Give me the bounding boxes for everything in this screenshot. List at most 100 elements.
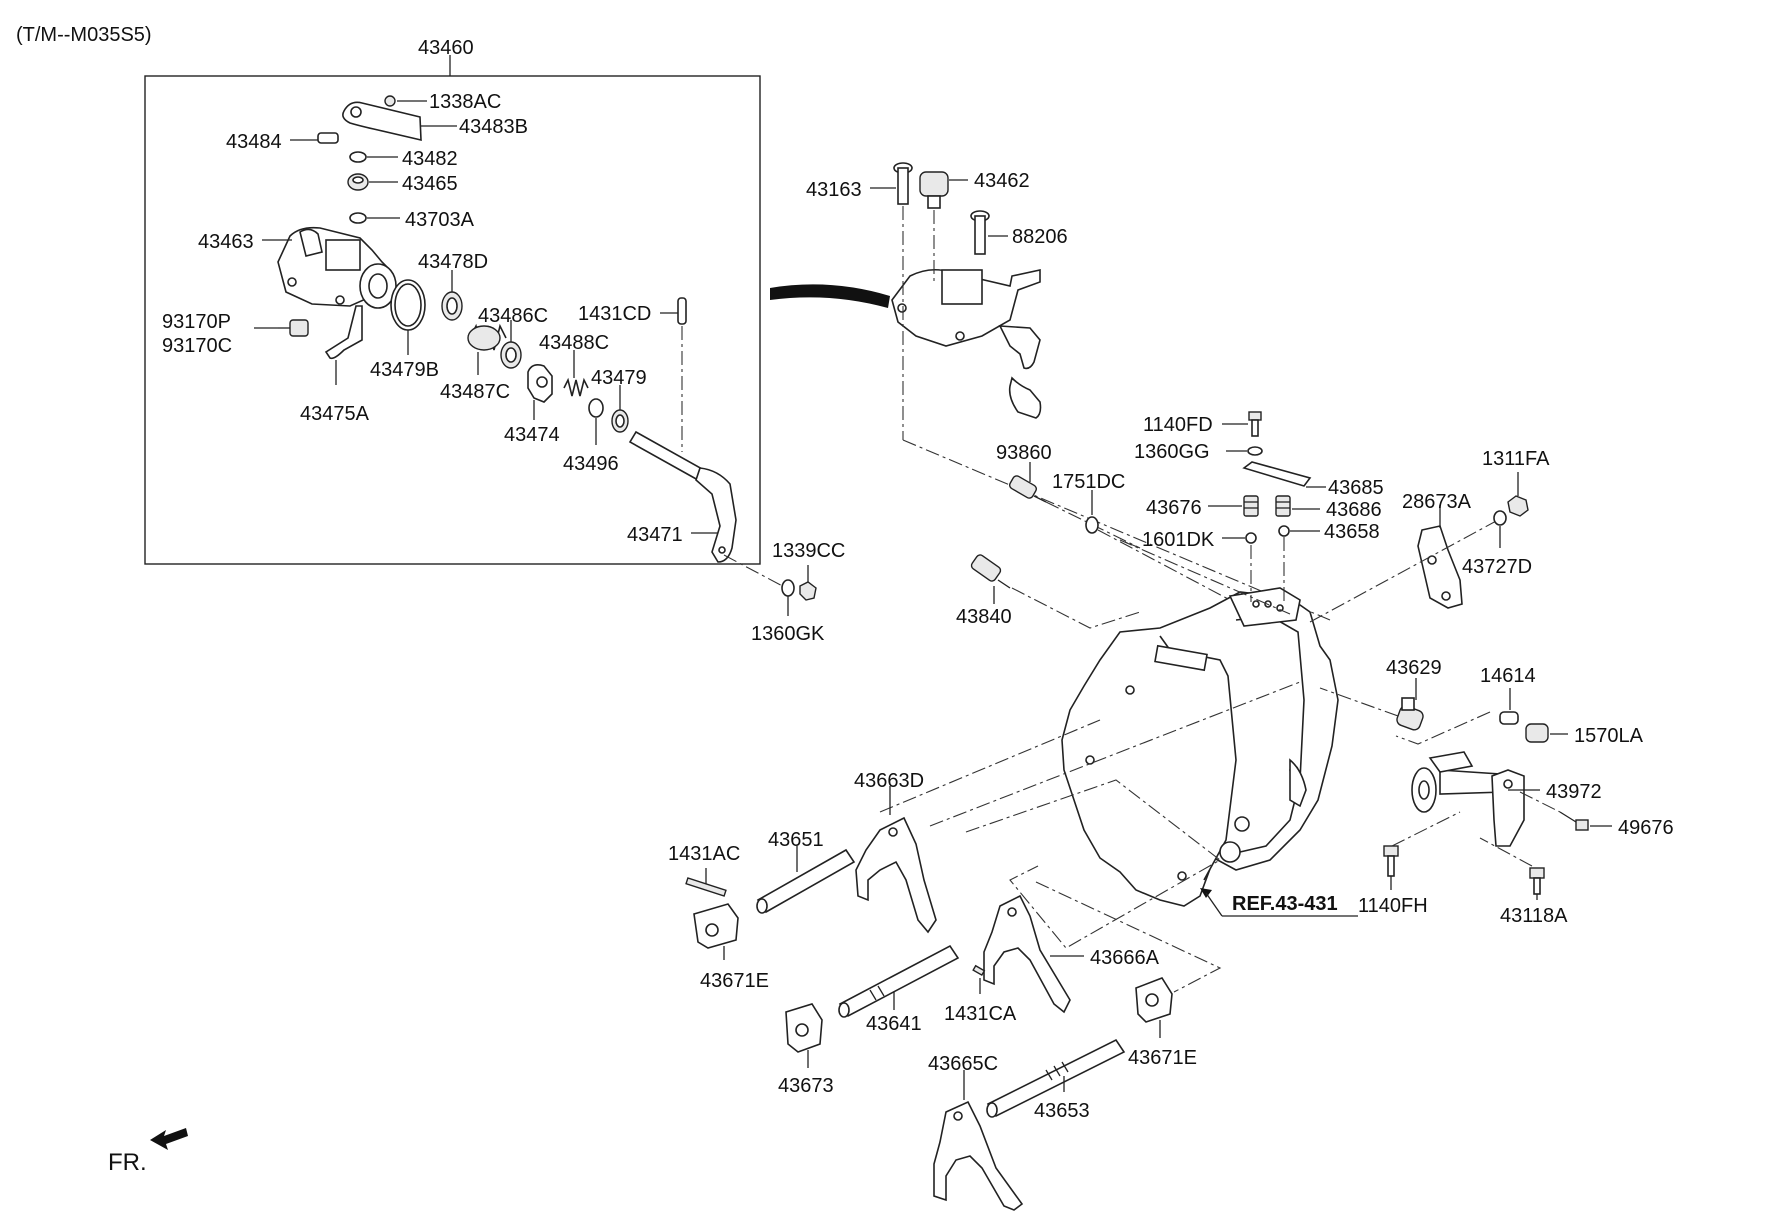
part-43641-rail: [838, 944, 960, 1018]
part-1338AC-nut: [384, 95, 396, 107]
label-93170C[interactable]: 93170C: [162, 335, 232, 357]
label-1140FD[interactable]: 1140FD: [1143, 414, 1213, 436]
label-1570LA[interactable]: 1570LA: [1574, 725, 1644, 747]
label-1338AC[interactable]: 1338AC: [429, 91, 501, 113]
part-43685-plate: [1242, 461, 1312, 487]
label-1601DK[interactable]: 1601DK: [1142, 529, 1215, 551]
label-93170P[interactable]: 93170P: [162, 311, 231, 333]
label-43671E-a[interactable]: 43671E: [700, 970, 769, 992]
part-43629-plug: [1396, 697, 1424, 731]
label-1431CA[interactable]: 1431CA: [944, 1003, 1017, 1025]
label-43686[interactable]: 43686: [1326, 499, 1382, 521]
label-43474[interactable]: 43474: [504, 424, 560, 446]
part-1431CD-pin: [677, 297, 687, 325]
label-43641[interactable]: 43641: [866, 1013, 922, 1035]
part-transmission-case: [1061, 587, 1339, 907]
part-43478D-seal: [441, 291, 463, 321]
label-43727D[interactable]: 43727D: [1462, 556, 1532, 578]
dash-49676: [1519, 791, 1561, 813]
part-43484-pin: [317, 132, 339, 144]
label-43496[interactable]: 43496: [563, 453, 619, 475]
label-43462[interactable]: 43462: [974, 170, 1030, 192]
label-43486C[interactable]: 43486C: [478, 305, 548, 327]
part-43462-cap: [919, 171, 949, 209]
label-93860[interactable]: 93860: [996, 442, 1052, 464]
part-43651-rail: [756, 848, 856, 914]
label-43478D[interactable]: 43478D: [418, 251, 488, 273]
reference-label[interactable]: REF.43-431: [1232, 893, 1338, 915]
label-43118A[interactable]: 43118A: [1500, 905, 1568, 927]
dash-43471: [723, 554, 791, 591]
label-43685[interactable]: 43685: [1328, 477, 1384, 499]
label-88206[interactable]: 88206: [1012, 226, 1068, 248]
part-93170-switch: [278, 319, 309, 337]
label-43666A[interactable]: 43666A: [1090, 947, 1160, 969]
label-1360GK[interactable]: 1360GK: [751, 623, 825, 645]
part-43671E-block-right: [1135, 977, 1173, 1023]
dash-rail-4: [1035, 881, 1222, 993]
label-43463[interactable]: 43463: [198, 231, 254, 253]
label-43676[interactable]: 43676: [1146, 497, 1202, 519]
label-43484[interactable]: 43484: [226, 131, 282, 153]
label-49676[interactable]: 49676: [1618, 817, 1674, 839]
part-43482-washer: [349, 151, 367, 163]
label-43665C[interactable]: 43665C: [928, 1053, 998, 1075]
part-43663D-fork: [855, 816, 937, 934]
label-43673[interactable]: 43673: [778, 1075, 834, 1097]
part-43475A-lever: [324, 305, 363, 360]
part-43460-view-housing: [891, 268, 1042, 419]
label-1431AC[interactable]: 1431AC: [668, 843, 740, 865]
label-43671E-b[interactable]: 43671E: [1128, 1047, 1197, 1069]
label-43483B[interactable]: 43483B: [459, 116, 528, 138]
label-28673A[interactable]: 28673A: [1402, 491, 1472, 513]
label-43658[interactable]: 43658: [1324, 521, 1380, 543]
part-43496-washer: [588, 398, 604, 418]
part-43665C-fork: [933, 1100, 1024, 1211]
label-43972[interactable]: 43972: [1546, 781, 1602, 803]
dash-rail-2: [929, 681, 1301, 827]
label-43479B[interactable]: 43479B: [370, 359, 439, 381]
label-43475A[interactable]: 43475A: [300, 403, 370, 425]
label-1751DC[interactable]: 1751DC: [1052, 471, 1125, 493]
part-14614-pin: [1499, 711, 1519, 725]
part-43479-oring: [611, 409, 629, 433]
label-43460[interactable]: 43460: [418, 37, 474, 59]
label-43471[interactable]: 43471: [627, 524, 683, 546]
part-43118A-bolt: [1529, 867, 1545, 895]
part-1140FH-bolt: [1383, 845, 1399, 877]
dash-43840: [1011, 587, 1141, 629]
label-43651[interactable]: 43651: [768, 829, 824, 851]
label-43482[interactable]: 43482: [402, 148, 458, 170]
label-43840[interactable]: 43840: [956, 606, 1012, 628]
label-43488C[interactable]: 43488C: [539, 332, 609, 354]
model-code: (T/M--M035S5): [16, 24, 152, 46]
front-marker-label: FR.: [108, 1149, 147, 1176]
label-1140FH[interactable]: 1140FH: [1358, 895, 1428, 917]
part-43671E-block-left: [693, 903, 739, 949]
label-43629[interactable]: 43629: [1386, 657, 1442, 679]
part-1140FD-bolt: [1248, 411, 1262, 437]
label-14614[interactable]: 14614: [1480, 665, 1536, 687]
label-43653[interactable]: 43653: [1034, 1100, 1090, 1122]
part-43474-detent: [527, 364, 553, 403]
label-43479[interactable]: 43479: [591, 367, 647, 389]
part-43488C-spring: [563, 377, 589, 397]
part-1360GK-washer: [781, 579, 795, 597]
label-1311FA[interactable]: 1311FA: [1482, 448, 1550, 470]
label-1360GG[interactable]: 1360GG: [1134, 441, 1210, 463]
part-1751DC-washer: [1085, 516, 1099, 534]
label-1431CD[interactable]: 1431CD: [578, 303, 651, 325]
part-43673-block: [785, 1003, 823, 1053]
dash-rail-1: [879, 719, 1101, 813]
part-43487C-spring: [467, 323, 507, 351]
label-43703A[interactable]: 43703A: [405, 209, 475, 231]
part-88206-bolt: [970, 210, 990, 255]
label-43487C[interactable]: 43487C: [440, 381, 510, 403]
label-1339CC[interactable]: 1339CC: [772, 540, 845, 562]
label-43465[interactable]: 43465: [402, 173, 458, 195]
label-43663D[interactable]: 43663D: [854, 770, 924, 792]
part-43686-spring: [1275, 495, 1291, 517]
part-43666A-fork: [983, 894, 1071, 1014]
label-43163[interactable]: 43163: [806, 179, 862, 201]
